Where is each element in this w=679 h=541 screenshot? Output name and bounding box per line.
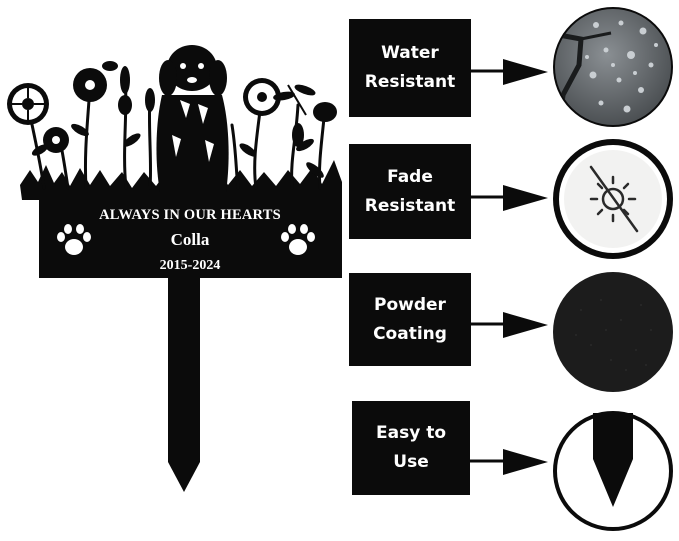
- water-drops-icon: [553, 7, 673, 127]
- feature-label-powder-coating: Powder Coating: [349, 273, 471, 366]
- paw-print-left-icon: [57, 224, 91, 255]
- feature-label-water-resistant: Water Resistant: [349, 19, 471, 117]
- feature-label-fade-resistant: Fade Resistant: [349, 144, 471, 239]
- feature-label-easy-to-use: Easy to Use: [352, 401, 470, 495]
- arrow-head-icon: [503, 59, 548, 85]
- flower-left: [7, 83, 49, 125]
- memorial-stake-illustration: [7, 45, 342, 492]
- stake-tip-icon: [553, 411, 673, 531]
- powder-texture-icon: [553, 272, 673, 392]
- paw-print-right-icon: [281, 224, 315, 255]
- dog-silhouette: [156, 45, 229, 192]
- arrow-head-icon: [503, 185, 548, 211]
- arrow-head-icon: [503, 312, 548, 338]
- arrow-head-icon: [503, 449, 548, 475]
- no-sun-icon: [553, 139, 673, 259]
